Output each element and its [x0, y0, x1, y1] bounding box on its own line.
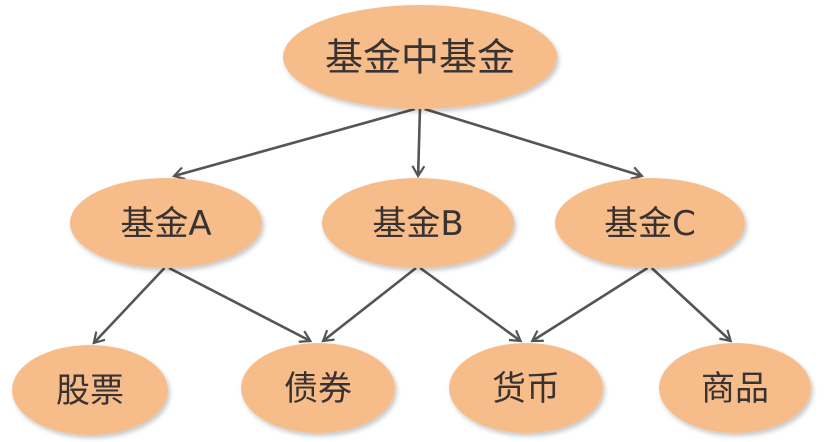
- edge-arrow-fundB-to-bonds: [321, 266, 417, 343]
- edge-arrow-fundB-to-money: [419, 266, 523, 343]
- node-bonds: 债券: [241, 343, 395, 433]
- node-ellipse: [449, 343, 603, 433]
- node-label: 基金C: [604, 204, 696, 244]
- node-label: 基金中基金: [325, 36, 515, 80]
- node-ellipse: [70, 178, 262, 268]
- edge-arrow-fundA-to-bonds: [168, 266, 313, 343]
- node-money: 货币: [449, 343, 603, 433]
- node-ellipse: [241, 343, 395, 433]
- edge-arrow-fundC-to-money: [530, 266, 649, 343]
- node-fundC: 基金C: [555, 178, 745, 268]
- node-ellipse: [555, 178, 745, 268]
- node-ellipse: [322, 178, 514, 268]
- edge-arrow-fundC-to-commodities: [650, 267, 733, 343]
- node-stocks: 股票: [12, 345, 168, 435]
- node-label: 基金B: [372, 204, 463, 244]
- node-label: 债券: [284, 369, 352, 409]
- node-label: 基金A: [120, 204, 211, 244]
- node-ellipse: [12, 345, 168, 435]
- edge-arrow-fundA-to-stocks: [92, 267, 166, 345]
- node-fundA: 基金A: [70, 178, 262, 268]
- node-label: 货币: [492, 369, 560, 409]
- edge-arrow-root-to-fundA: [171, 107, 416, 181]
- edge-arrow-root-to-fundC: [424, 107, 645, 180]
- node-root: 基金中基金: [283, 5, 557, 109]
- node-fundB: 基金B: [322, 178, 514, 268]
- node-ellipse: [283, 5, 557, 109]
- node-label: 股票: [56, 371, 124, 411]
- node-label: 商品: [701, 369, 769, 409]
- node-ellipse: [659, 343, 811, 433]
- node-commodities: 商品: [659, 343, 811, 433]
- edge-arrow-root-to-fundB: [411, 108, 426, 179]
